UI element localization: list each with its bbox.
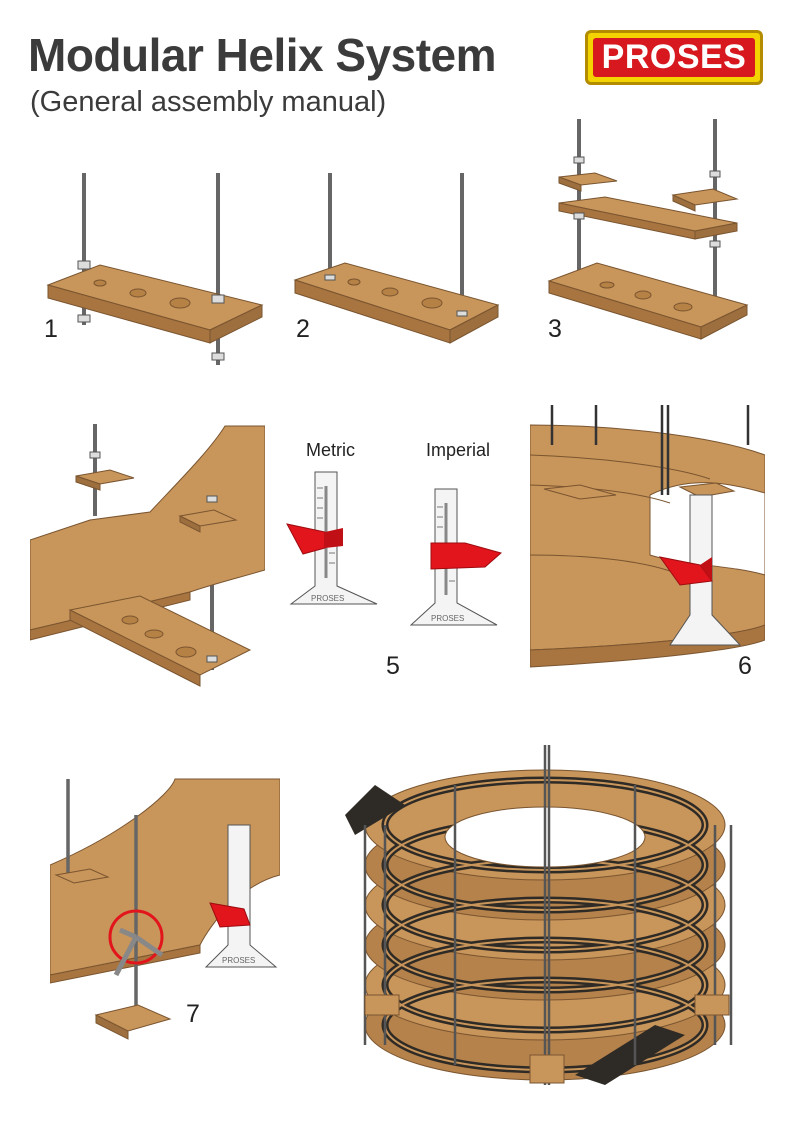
proses-logo: PROSES <box>585 30 763 85</box>
step-5-number: 5 <box>386 652 400 680</box>
step-6-illustration <box>530 405 765 695</box>
step-7-gauge-brand: PROSES <box>222 956 255 965</box>
imperial-gauge: PROSES <box>405 485 510 633</box>
imperial-gauge-brand: PROSES <box>431 614 464 623</box>
step-3-number: 3 <box>548 315 562 343</box>
step-6-number: 6 <box>738 652 752 680</box>
step-7-illustration: PROSES <box>50 775 280 1045</box>
page-title: Modular Helix System <box>28 29 497 81</box>
step-2-illustration <box>290 165 505 355</box>
metric-gauge-brand: PROSES <box>311 594 344 603</box>
metric-gauge: PROSES <box>285 468 385 613</box>
imperial-label: Imperial <box>426 440 491 460</box>
step-7-number: 7 <box>186 1000 200 1028</box>
logo-text: PROSES <box>593 38 755 77</box>
metric-label: Metric <box>306 440 355 460</box>
helix-assembly-illustration <box>335 725 775 1090</box>
step-1-number: 1 <box>44 315 58 343</box>
step-1-illustration <box>40 165 270 375</box>
page-subtitle: (General assembly manual) <box>30 86 387 118</box>
step-2-number: 2 <box>296 315 310 343</box>
step-3-illustration <box>545 115 755 355</box>
step-4-illustration <box>30 420 265 710</box>
